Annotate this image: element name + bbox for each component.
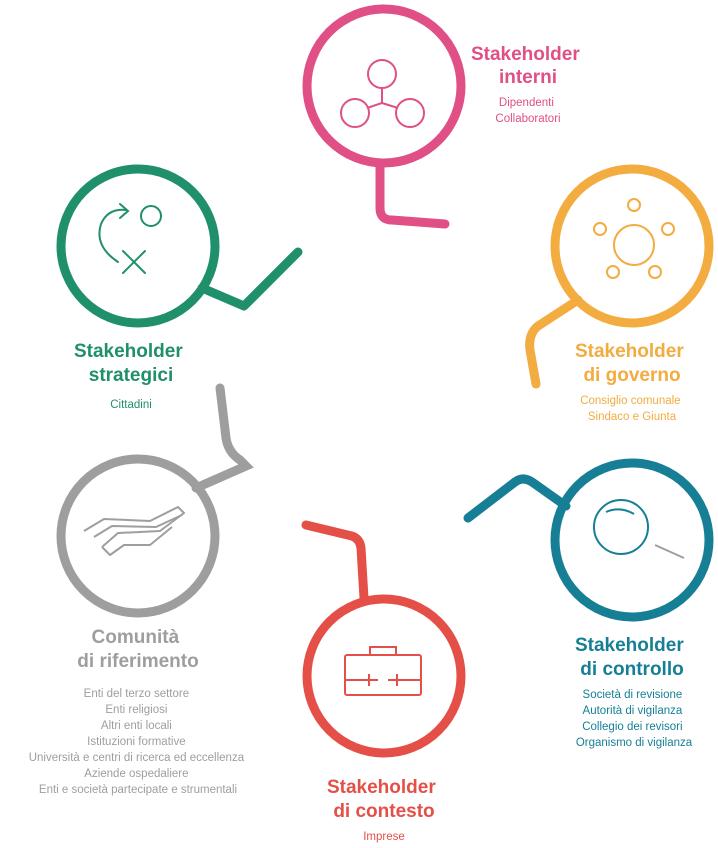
circle-strategici	[56, 164, 220, 328]
comunita-item: Aziende ospedaliere	[84, 768, 188, 780]
connector-interni	[375, 161, 450, 229]
comunita-item: Altri enti locali	[101, 720, 172, 732]
svg-text:Stakeholder di contesto: Stakeholder di contesto	[327, 777, 441, 822]
interni-item: Collaboratori	[495, 113, 560, 125]
controllo-item: Autorità di vigilanza	[583, 705, 683, 717]
controllo-item: Società di revisione	[583, 689, 683, 701]
svg-text:Stakeholder strategici: Stakeholder strategici	[74, 341, 188, 386]
circle-controllo	[550, 458, 714, 622]
contesto-title-line2: di contesto	[333, 801, 434, 822]
comunita-item: Istituzioni formative	[87, 736, 185, 748]
governo-item: Consiglio comunale	[580, 395, 680, 407]
handshake-icon	[83, 506, 185, 556]
svg-text:Enti del terzo settore E: Enti del terzo settore Enti religiosi Al…	[29, 688, 248, 796]
comunita-item: Enti religiosi	[105, 704, 167, 716]
comunita-item: Enti del terzo settore	[84, 688, 189, 700]
group-stakeholder-interni: Stakeholder interni Dipendenti Collabora…	[302, 4, 585, 229]
svg-text:Stakeholder di governo: Stakeholder di governo	[575, 341, 689, 386]
interni-title-line1: Stakeholder	[471, 44, 580, 65]
svg-text:Cittadini: Cittadini	[110, 399, 152, 411]
strategici-title-line2: strategici	[89, 365, 173, 386]
svg-text:Imprese: Imprese	[363, 831, 405, 843]
briefcase-icon	[344, 646, 422, 696]
circle-interni	[302, 4, 466, 168]
connector-controllo	[463, 474, 571, 523]
svg-text:Comunità di riferimento: Comunità di riferimento	[77, 627, 198, 672]
connector-governo	[525, 295, 583, 389]
controllo-title-line1: Stakeholder	[575, 635, 684, 656]
group-stakeholder-governo: Stakeholder di governo Consiglio comunal…	[525, 164, 714, 423]
group-stakeholder-strategici: Stakeholder strategici Cittadini	[56, 164, 303, 411]
magnifier-icon	[593, 499, 685, 559]
controllo-title-line2: di controllo	[580, 659, 683, 680]
svg-text:Dipendenti Collaboratori: Dipendenti Collaboratori	[495, 97, 560, 125]
controllo-item: Organismo di vigilanza	[576, 737, 693, 749]
svg-text:Stakeholder interni: Stakeholder interni	[471, 44, 585, 88]
council-table-icon	[593, 198, 675, 279]
svg-text:Società di revisione Aut: Società di revisione Autorità di vigilan…	[576, 689, 693, 749]
strategici-title-line1: Stakeholder	[74, 341, 183, 362]
comunita-item: Università e centri di ricerca ed eccell…	[29, 752, 245, 764]
group-stakeholder-controllo: Stakeholder di controllo Società di revi…	[463, 458, 714, 749]
interni-title-line2: interni	[499, 67, 557, 88]
contesto-title-line1: Stakeholder	[327, 777, 436, 798]
group-stakeholder-contesto: Stakeholder di contesto Imprese	[301, 520, 466, 843]
strategy-icon	[98, 203, 162, 274]
connector-strategici	[197, 247, 303, 311]
comunita-item: Enti e società partecipate e strumentali	[39, 784, 237, 796]
governo-item: Sindaco e Giunta	[588, 411, 677, 423]
connector-contesto	[301, 520, 369, 603]
comunita-title-line2: di riferimento	[77, 651, 198, 672]
circle-comunita	[56, 454, 220, 618]
governo-title-line1: Stakeholder	[575, 341, 684, 362]
circle-governo	[550, 164, 714, 328]
connector-comunita	[191, 383, 254, 493]
contesto-item: Imprese	[363, 831, 405, 843]
group-comunita-riferimento: Comunità di riferimento Enti del terzo s…	[29, 383, 254, 796]
network-node-icon	[340, 59, 425, 128]
controllo-item: Collegio dei revisori	[582, 721, 682, 733]
svg-text:Stakeholder di controllo: Stakeholder di controllo	[575, 635, 689, 680]
circle-contesto	[302, 594, 466, 758]
svg-text:Consiglio comunale Sinda: Consiglio comunale Sindaco e Giunta	[580, 395, 684, 423]
interni-item: Dipendenti	[499, 97, 554, 109]
governo-title-line2: di governo	[583, 365, 680, 386]
strategici-item: Cittadini	[110, 399, 152, 411]
comunita-title-line1: Comunità	[92, 627, 180, 648]
